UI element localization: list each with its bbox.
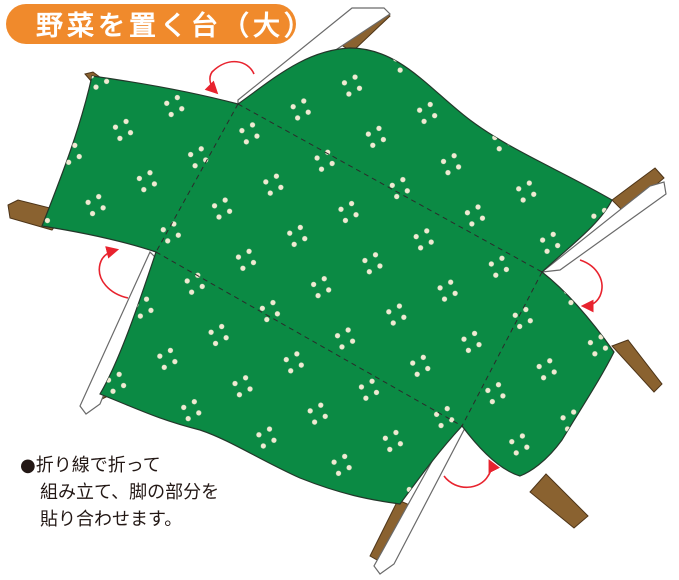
fold-line-left <box>155 103 239 253</box>
instruction-line: ●折り線で折って <box>20 455 161 476</box>
title-banner: 野菜を置く台（大） <box>6 4 311 44</box>
rotate-arrow-icon-top <box>204 60 255 95</box>
rotate-arrow-icon-bottom <box>443 459 501 489</box>
page-title: 野菜を置く台（大） <box>36 11 315 42</box>
instruction-note: ●折り線で折って 組み立て、脚の部分を 貼り合わせます。 <box>20 452 300 533</box>
fold-line-bottom <box>155 251 463 427</box>
fold-line-right <box>461 271 543 427</box>
fold-arrows <box>98 60 603 489</box>
panel-right <box>539 181 667 273</box>
fold-line-top <box>237 103 543 273</box>
instruction-line: 貼り合わせます。 <box>40 509 183 530</box>
fold-lines <box>155 103 543 427</box>
fabric-dots <box>42 48 614 504</box>
instruction-line: 組み立て、脚の部分を <box>40 482 220 503</box>
rotate-arrow-icon-left <box>98 246 129 299</box>
leg-far-right <box>611 339 663 393</box>
leg-bottom-right <box>529 473 589 529</box>
rotate-arrow-icon-right <box>579 259 603 313</box>
